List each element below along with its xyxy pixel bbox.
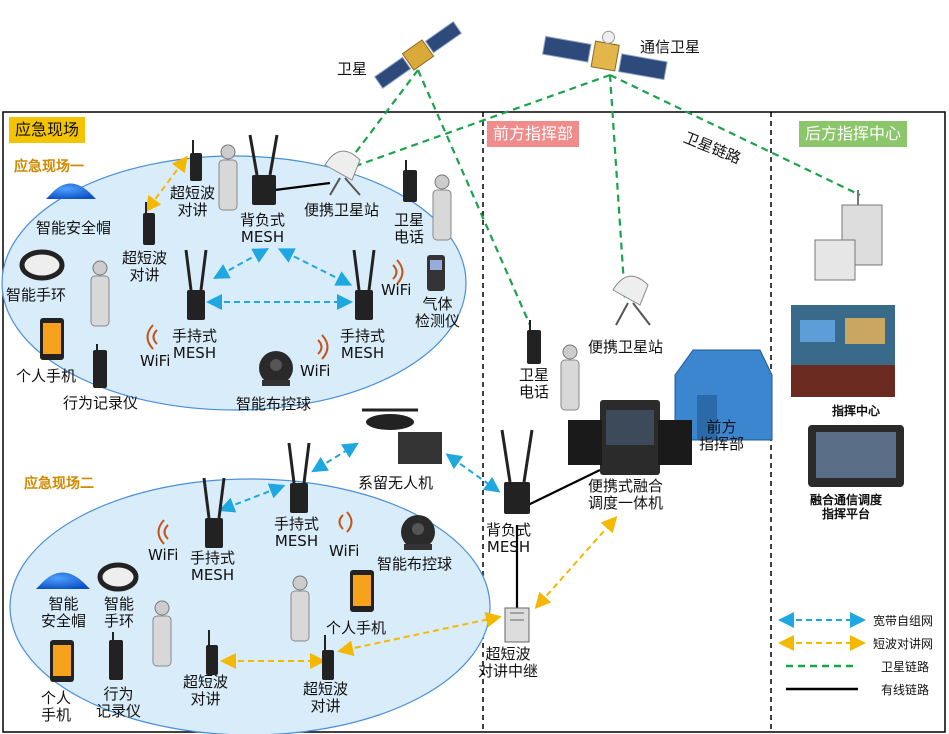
subzone-two-title: 应急现场二 — [24, 476, 94, 492]
sat-phone-label: 卫星电话 — [519, 366, 550, 401]
zone-rear-title: 后方指挥中心 — [799, 121, 908, 147]
person-icon — [90, 260, 110, 327]
command-center-photo — [791, 305, 895, 397]
control-ball-label: 智能布控球 — [236, 395, 312, 413]
zone-scene-title: 应急现场 — [9, 117, 86, 143]
console-icon — [568, 400, 692, 475]
helmet-icon — [46, 183, 96, 199]
walkie-icon — [143, 202, 155, 245]
helmet-label: 智能安全帽 — [36, 219, 112, 237]
scene-two-area — [9, 478, 491, 734]
legend-wired: 有线链路 — [881, 683, 930, 697]
gas-detector-label: 气体检测仪 — [415, 295, 461, 330]
wifi-label: WiFi — [140, 352, 171, 370]
phone-icon — [40, 318, 64, 360]
mesh-links — [206, 248, 501, 513]
platform-icon — [808, 425, 904, 487]
legend-satellite: 卫星链路 — [881, 660, 930, 674]
wifi-label: WiFi — [300, 362, 331, 380]
sat-phone-icon — [403, 160, 417, 202]
phone-label: 个人手机 — [41, 689, 72, 724]
comm-satellite-label: 通信卫星 — [640, 38, 701, 56]
comm-satellite-icon — [541, 30, 668, 81]
backpack-mesh-icon — [500, 429, 534, 514]
portable-sat-label: 便携卫星站 — [304, 201, 380, 219]
person-icon — [218, 144, 238, 211]
person-icon — [560, 344, 580, 411]
legend-radio: 短波对讲网 — [873, 637, 934, 651]
outer-frame — [2, 111, 946, 733]
sat-phone-label: 卫星电话 — [394, 211, 425, 246]
repeater-icon — [504, 607, 530, 643]
legend-lines — [778, 612, 866, 691]
walkie-label: 超短波对讲 — [303, 680, 349, 715]
wristband-label: 智能手环 — [6, 286, 67, 304]
control-ball-icon — [259, 351, 293, 386]
wifi-icon — [146, 259, 404, 360]
person-icon — [432, 174, 452, 241]
command-center-label: 指挥中心 — [832, 404, 881, 418]
console-label: 便携式融合调度一体机 — [588, 477, 664, 512]
portable-sat-label: 便携卫星站 — [588, 338, 664, 356]
subzone-one-title: 应急现场一 — [14, 159, 84, 175]
phone-label: 个人手机 — [16, 367, 77, 385]
building-icon — [814, 190, 883, 281]
control-ball-label: 智能布控球 — [377, 555, 453, 573]
helmet-label: 智能安全帽 — [41, 595, 87, 630]
satellite-links — [349, 69, 861, 326]
wifi-label: WiFi — [329, 542, 360, 560]
platform-label: 融合通信调度指挥平台 — [810, 493, 883, 521]
phone-label: 个人手机 — [326, 619, 387, 637]
backpack-mesh-icon — [248, 134, 279, 205]
tent-icon — [674, 349, 773, 441]
repeater-label: 超短波对讲中继 — [478, 645, 539, 680]
handheld-mesh-icon — [352, 249, 376, 320]
satellite-icon — [373, 21, 463, 89]
walkie-label: 超短波对讲 — [122, 249, 168, 284]
forward-hq-label: 前方指挥部 — [699, 418, 745, 453]
gas-detector-icon — [427, 255, 445, 291]
wristband-label: 智能手环 — [104, 595, 135, 630]
drone-icon — [362, 408, 442, 464]
dish-icon — [612, 275, 651, 326]
radio-links — [145, 155, 618, 669]
sat-phone-icon — [527, 320, 541, 364]
wired-links — [274, 181, 601, 610]
recorder-label: 行为记录仪 — [63, 394, 139, 412]
handheld-mesh-icon — [184, 249, 208, 320]
dish-icon — [324, 150, 361, 196]
wifi-label: WiFi — [148, 546, 179, 564]
recorder-icon — [93, 344, 107, 388]
walkie-label: 超短波对讲 — [183, 673, 229, 708]
wifi-label: WiFi — [381, 281, 412, 299]
walkie-label: 超短波对讲 — [170, 184, 216, 219]
zone-forward-title: 前方指挥部 — [487, 121, 580, 147]
satellite-label: 卫星 — [337, 60, 368, 78]
drone-label: 系留无人机 — [358, 474, 434, 492]
recorder-label: 行为记录仪 — [96, 685, 142, 720]
legend-mesh: 宽带自组网 — [873, 614, 934, 628]
walkie-icon — [190, 140, 202, 181]
wristband-icon — [19, 249, 65, 281]
